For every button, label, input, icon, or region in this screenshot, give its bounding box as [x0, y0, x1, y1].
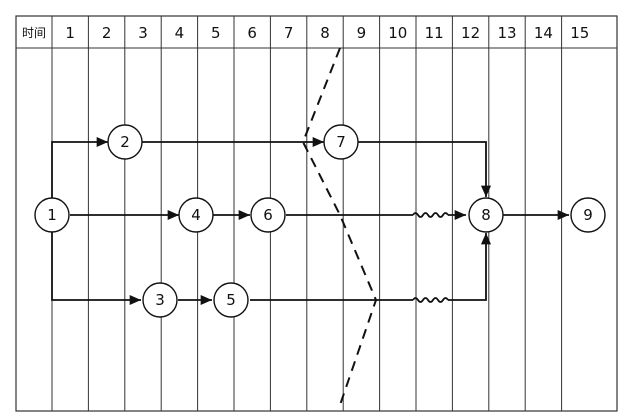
event-node-9: 9	[570, 197, 606, 233]
time-column-label: 10	[388, 24, 407, 42]
time-column-label: 15	[570, 24, 589, 42]
event-nodes: 1 2 3 4 5 6 7 8 9	[34, 124, 606, 318]
node-label: 5	[226, 291, 236, 309]
time-column-label: 3	[138, 24, 148, 42]
time-column-label: 8	[320, 24, 330, 42]
node-circle	[213, 282, 249, 318]
node-label: 4	[191, 206, 201, 224]
time-column-label: 4	[175, 24, 185, 42]
node-circle	[107, 124, 143, 160]
node-label: 6	[263, 206, 273, 224]
event-node-3: 3	[142, 282, 178, 318]
event-node-6: 6	[250, 197, 286, 233]
node-circle	[142, 282, 178, 318]
time-column-label: 7	[284, 24, 294, 42]
free-float-wave-5-8	[412, 297, 449, 303]
timeline-grid	[15, 15, 618, 412]
time-column-label: 2	[102, 24, 112, 42]
node-circle	[323, 124, 359, 160]
grid-border	[15, 15, 618, 412]
time-column-label: 13	[497, 24, 516, 42]
node-label: 2	[120, 133, 130, 151]
time-column-label: 11	[425, 24, 444, 42]
arrow-7-8	[358, 141, 492, 197]
time-column-label: 14	[534, 24, 553, 42]
event-node-5: 5	[213, 282, 249, 318]
node-circle	[34, 197, 70, 233]
node-label: 9	[583, 206, 593, 224]
node-circle	[250, 197, 286, 233]
progress-check-line	[301, 47, 378, 406]
event-node-4: 4	[178, 197, 214, 233]
free-float-wave-6-8	[412, 212, 449, 218]
arrow-1-3	[51, 232, 141, 306]
node-label: 7	[336, 133, 346, 151]
event-node-8: 8	[468, 197, 504, 233]
arrow-5-8-head	[448, 233, 492, 301]
time-column-label: 1	[65, 24, 75, 42]
node-label: 8	[481, 206, 491, 224]
activity-arrows	[51, 136, 569, 306]
time-column-label: 9	[357, 24, 367, 42]
node-circle	[468, 197, 504, 233]
arrow-1-2	[51, 136, 108, 198]
event-node-1: 1	[34, 197, 70, 233]
node-circle	[178, 197, 214, 233]
node-label: 3	[155, 291, 165, 309]
time-column-label: 6	[247, 24, 257, 42]
time-column-label: 5	[211, 24, 221, 42]
node-label: 1	[47, 206, 57, 224]
event-node-7: 7	[323, 124, 359, 160]
event-node-2: 2	[107, 124, 143, 160]
time-column-label: 12	[461, 24, 480, 42]
time-header-label: 时间	[22, 26, 46, 40]
node-circle	[570, 197, 606, 233]
